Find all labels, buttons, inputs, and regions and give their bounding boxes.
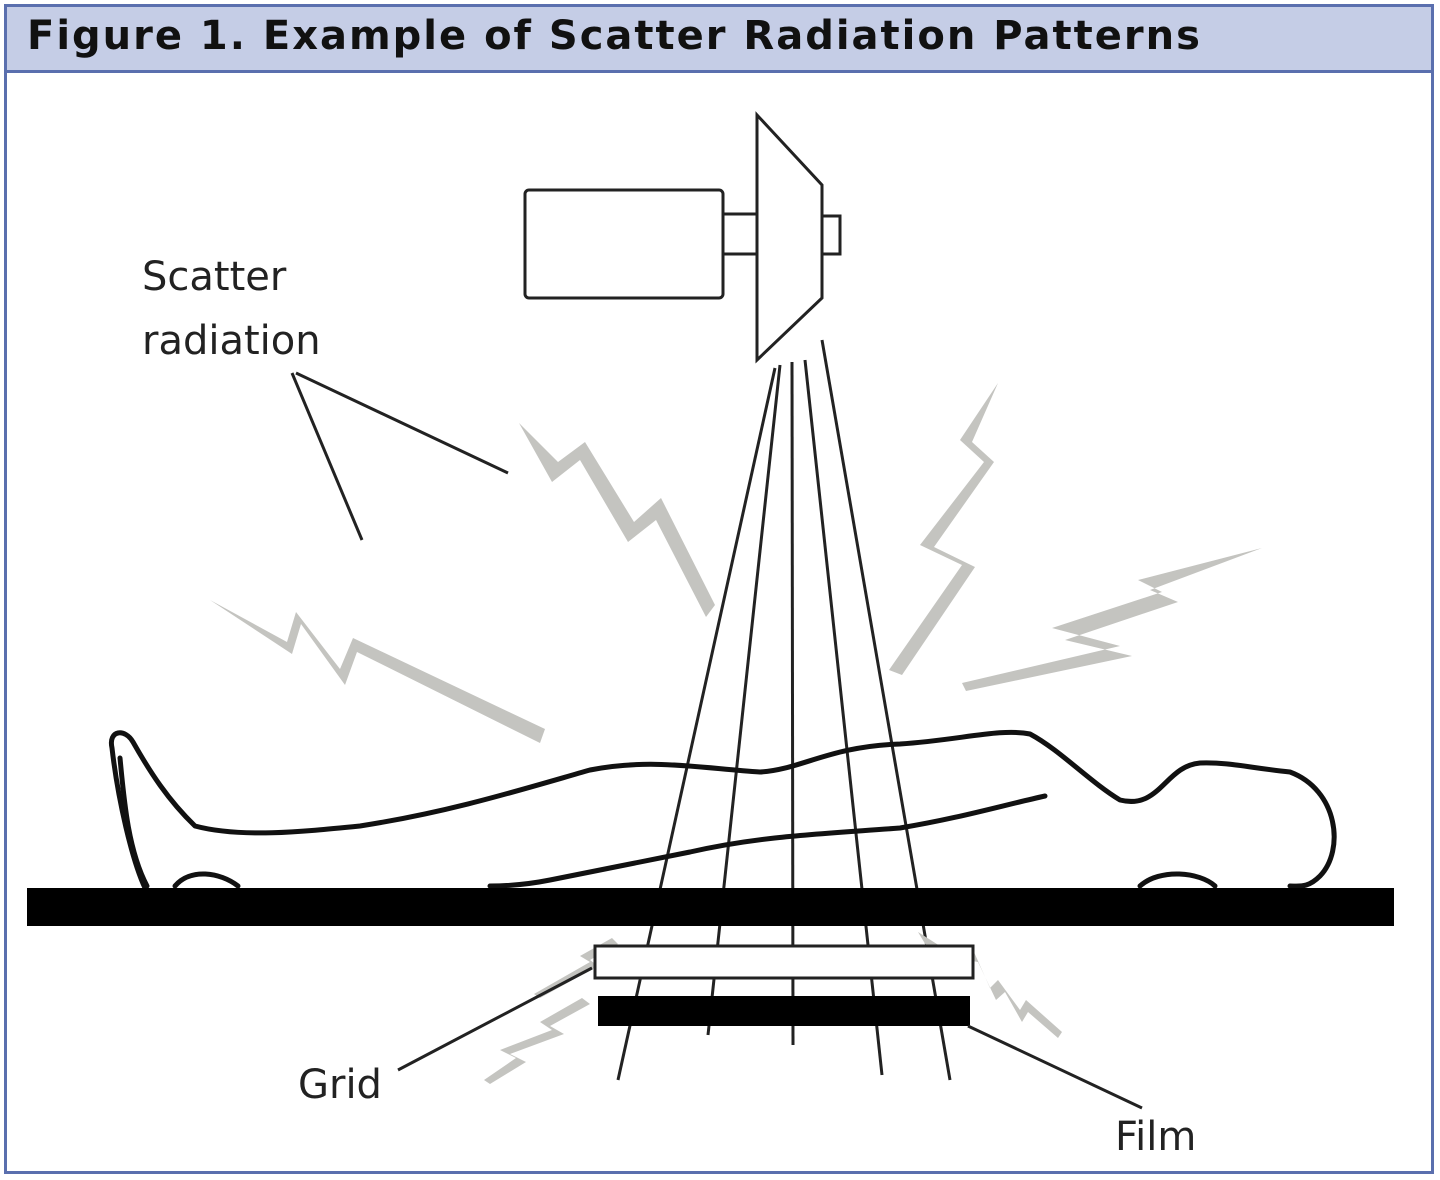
film-label: Film [1115,1114,1196,1160]
scatter-leader-2 [295,371,509,475]
xray-tube [523,111,842,364]
patient-arm [487,793,1048,889]
exam-table [27,888,1394,926]
tube-neck [721,212,759,256]
scatter-bolt-upper-right [889,383,998,675]
grid [593,944,975,980]
grid-label: Grid [298,1062,382,1108]
figure-title: Figure 1. Example of Scatter Radiation P… [27,13,1202,59]
scatter-bolt-lower-left-2 [484,998,590,1084]
patient-shoulder [1137,871,1218,889]
patient-body [108,729,1337,891]
patient-outline [108,729,1337,891]
grid-leader [397,966,593,1072]
figure-title-bar: Figure 1. Example of Scatter Radiation P… [7,7,1431,73]
film-leader [967,1024,1143,1110]
scatter-label-line1: Scatter [142,254,287,300]
scatter-bolt-lower-right [918,932,1062,1038]
scatter-label-line2: radiation [142,318,321,364]
scatter-bolt-upper-left [519,423,715,617]
film [598,996,970,1026]
leader-lines [290,371,1143,1110]
scatter-bolt-right [962,548,1262,691]
collimator [755,111,824,364]
scatter-leader-1 [290,372,364,541]
patient-heel [172,871,241,889]
scatter-bolt-left [210,600,545,743]
collimator-knob [820,214,842,256]
patient-feet [117,755,150,889]
tube-housing [523,188,725,300]
